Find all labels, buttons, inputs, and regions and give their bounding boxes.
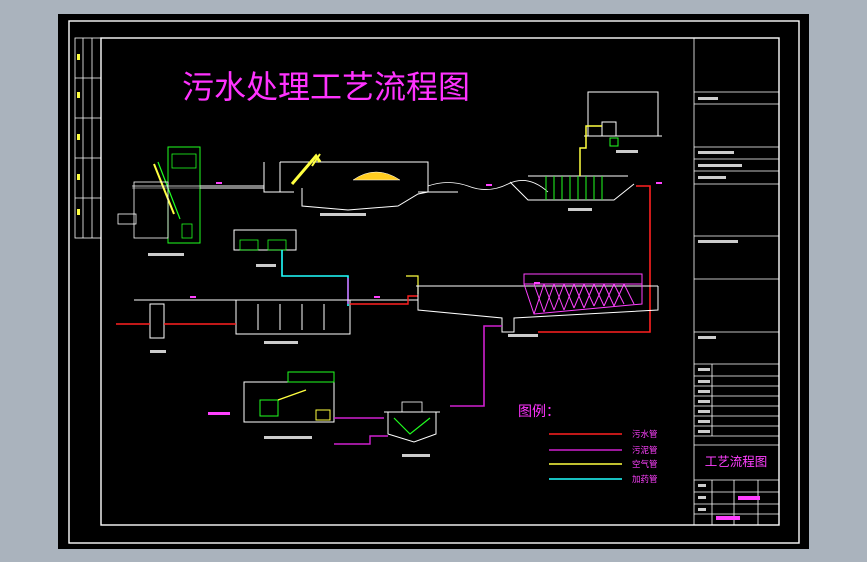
title-block-cell-text-marks	[698, 97, 742, 511]
grit-crane-arm	[290, 153, 322, 185]
distribution-well-equipment	[545, 176, 603, 200]
air-pipe-main	[579, 125, 602, 176]
contact-tank	[134, 299, 418, 335]
legend: 图例： 污水管 污泥管 空气管 加药管	[518, 404, 658, 485]
thickener-caption	[402, 454, 430, 457]
dewatering-pipe	[334, 435, 388, 445]
dosing-room-caption	[256, 264, 276, 267]
blower-house-caption	[616, 150, 638, 153]
dewatering-caption	[264, 436, 312, 439]
left-binding-strip	[74, 37, 102, 239]
contact-tank-caption	[264, 341, 298, 344]
coarse-screen-unit	[117, 146, 203, 244]
clarified-pipe	[350, 295, 418, 305]
title-block-magenta-marks	[716, 496, 760, 520]
grit-chamber	[263, 161, 458, 211]
grit-chamber-caption	[320, 213, 366, 216]
binding-strip-marks	[77, 54, 80, 215]
grit-bridge	[352, 171, 401, 181]
drawing-canvas: 工艺流程图 污水处理工艺流程图	[68, 20, 800, 544]
secondary-clarifier	[416, 285, 659, 333]
cad-viewport[interactable]: 工艺流程图 污水处理工艺流程图	[58, 14, 809, 549]
dewatering-label-mark	[208, 412, 230, 415]
distribution-well	[509, 175, 635, 201]
blower-house	[584, 91, 662, 137]
elevation-marks	[190, 182, 662, 298]
dewatering-house	[243, 371, 335, 423]
outfall-caption	[150, 350, 166, 353]
dosing-room	[233, 229, 297, 251]
inner-frame	[100, 37, 780, 526]
title-block-name: 工艺流程图	[705, 454, 768, 469]
title-block	[693, 37, 780, 526]
legend-title: 图例：	[518, 404, 560, 420]
ground-line	[427, 180, 549, 193]
sludge-thickener	[384, 401, 440, 443]
drawing-title: 污水处理工艺流程图	[182, 68, 470, 106]
sludge-pipe	[450, 325, 502, 407]
influent-line	[200, 185, 264, 189]
clarifier-truss-bridge	[523, 273, 643, 315]
outer-frame	[68, 20, 800, 544]
blower-unit	[609, 137, 619, 147]
sewage-pipe-riser	[538, 185, 651, 333]
coarse-screen-caption	[148, 253, 184, 256]
clarifier-caption	[508, 334, 538, 337]
legend-label-0: 污水管	[632, 429, 658, 440]
dosing-pipe	[281, 250, 349, 306]
outfall-well	[149, 303, 165, 339]
legend-label-2: 空气管	[632, 459, 658, 470]
distribution-well-caption	[568, 208, 592, 211]
legend-label-3: 加药管	[632, 474, 658, 485]
legend-label-1: 污泥管	[632, 445, 658, 456]
